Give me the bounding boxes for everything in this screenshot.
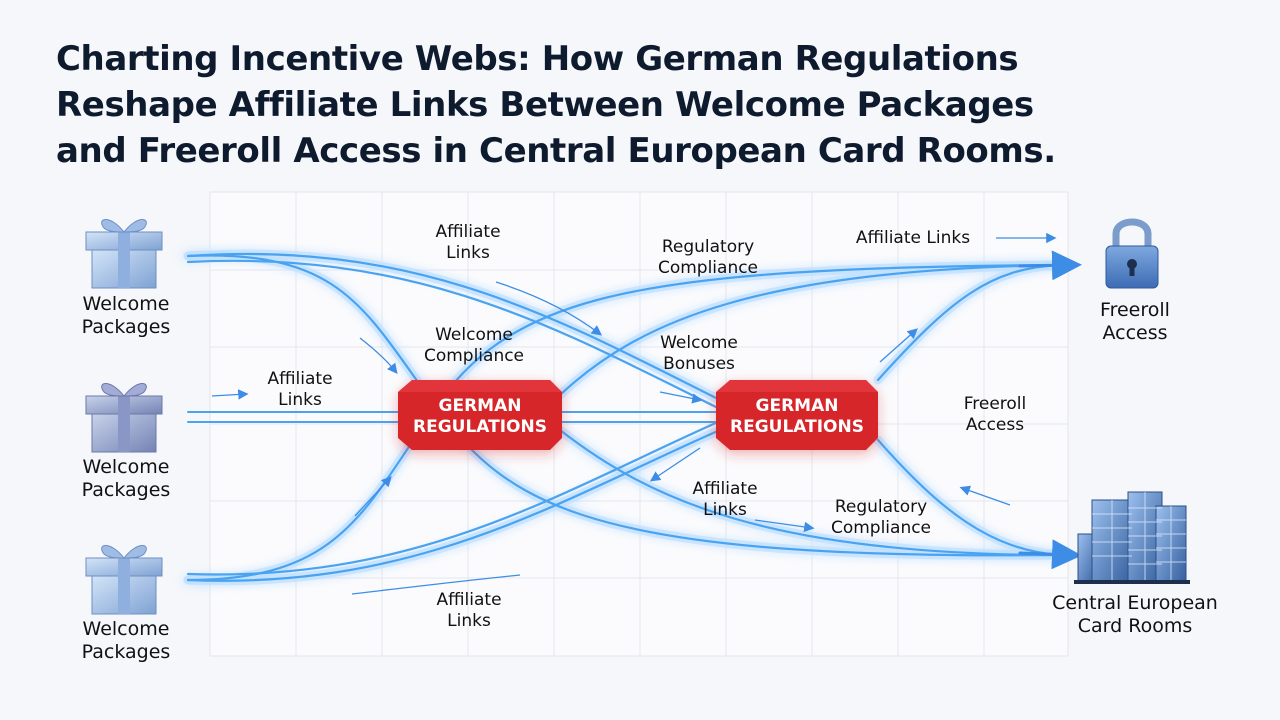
label-affiliate-links-left: Affiliate Links <box>267 369 333 410</box>
node-freeroll-access: Freeroll Access <box>1100 299 1170 344</box>
node-welcome-packages-middle: Welcome Packages <box>81 456 171 501</box>
label-regulatory-compliance-top: Regulatory Compliance <box>657 237 759 278</box>
title-line-3: and Freeroll Access in Central European … <box>56 131 1056 171</box>
label-regulatory-compliance-bottom: Regulatory Compliance <box>830 497 932 538</box>
label-welcome-bonuses: Welcome Bonuses <box>660 333 738 374</box>
label-affiliate-links-top: Affiliate Links <box>435 222 501 263</box>
regulation-right-line2: REGULATIONS <box>730 417 864 437</box>
gift-box-icon <box>85 383 163 453</box>
regulation-left-line1: GERMAN <box>439 396 522 416</box>
regulation-left-line2: REGULATIONS <box>413 417 547 437</box>
label-affiliate-links-bottom: Affiliate Links <box>436 590 502 631</box>
regulation-badge-left: GERMAN REGULATIONS <box>398 380 562 450</box>
title-line-1: Charting Incentive Webs: How German Regu… <box>56 39 1019 79</box>
label-freeroll-access-mid: Freeroll Access <box>963 394 1027 435</box>
node-central-european-card-rooms: Central European Card Rooms <box>1052 592 1218 637</box>
node-welcome-packages-bottom: Welcome Packages <box>81 618 171 663</box>
office-building-icon <box>1074 491 1190 584</box>
gift-box-icon <box>85 219 163 289</box>
regulation-badge-right: GERMAN REGULATIONS <box>716 380 878 450</box>
annotation-arrows <box>211 232 1057 595</box>
label-welcome-compliance: Welcome Compliance <box>423 325 525 366</box>
gift-box-icon <box>85 545 163 615</box>
label-affiliate-links-mid: Affiliate Links <box>692 479 758 520</box>
padlock-icon <box>1105 218 1159 289</box>
title-line-2: Reshape Affiliate Links Between Welcome … <box>56 85 1034 125</box>
label-affiliate-links-right: Affiliate Links <box>855 228 971 248</box>
regulation-right-line1: GERMAN <box>756 396 839 416</box>
node-welcome-packages-top: Welcome Packages <box>81 293 171 338</box>
page-title: Charting Incentive Webs: How German Regu… <box>56 36 1236 174</box>
